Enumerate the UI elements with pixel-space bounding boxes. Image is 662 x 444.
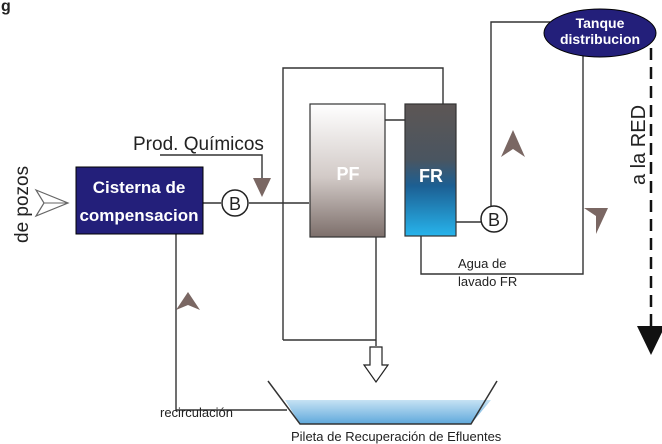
drain-arrow-icon [362, 346, 390, 384]
wash-water-label-line1: Agua de [458, 256, 506, 271]
recirculation-arrow-icon [176, 292, 200, 310]
recirculation-label: recirculación [160, 405, 233, 420]
piping [160, 21, 584, 411]
tank-label-line2: distribucion [560, 31, 640, 47]
pool-label: Pileta de Recuperación de Efluentes [291, 429, 502, 444]
cistern-box: Cisterna de compensacion [75, 166, 204, 235]
network-label: a la RED [628, 105, 650, 185]
header-fragment: g [1, 0, 11, 15]
source-label: de pozos [12, 166, 33, 243]
pump-2: B [480, 205, 508, 233]
pump-2-label: B [488, 210, 500, 230]
recovery-pool [267, 380, 498, 425]
flow-down-arrow-icon [584, 208, 608, 234]
pipe-pump2-tank [490, 21, 550, 208]
fr-label: FR [419, 166, 443, 186]
chemicals-label: Prod. Químicos [133, 134, 264, 155]
pf-filter: PF [309, 103, 386, 238]
pipe-top-loop [282, 67, 444, 340]
tank-label-line1: Tanque [576, 15, 625, 31]
distribution-tank: Tanque distribucion [543, 8, 657, 58]
pf-label: PF [336, 164, 359, 184]
chemicals-line [160, 154, 263, 180]
pump-1: B [221, 189, 249, 217]
pump-1-label: B [229, 194, 241, 214]
flow-up-arrow-icon [501, 130, 525, 157]
fr-filter: FR [404, 103, 457, 237]
pipe-recirculation [175, 234, 287, 411]
wash-water-label-line2: lavado FR [458, 274, 517, 289]
chemicals-dosing-arrow-icon [253, 178, 271, 197]
cistern-label-line2: compensacion [79, 206, 198, 225]
network-arrow-icon [637, 326, 662, 355]
pipe-wash-return [420, 46, 584, 275]
cistern-label-line1: Cisterna de [93, 178, 186, 197]
